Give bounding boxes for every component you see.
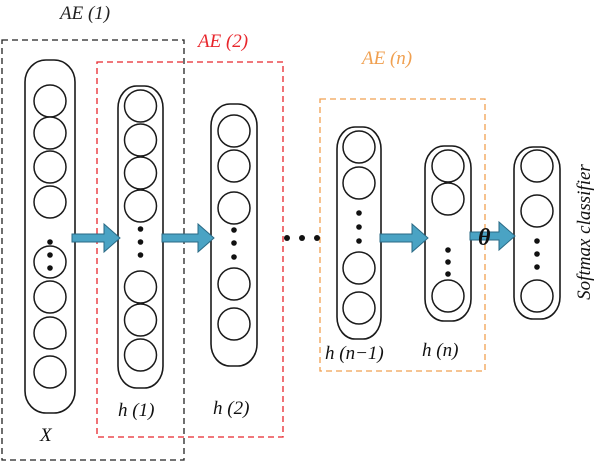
ae1-box	[1, 39, 185, 461]
neuron	[217, 114, 251, 148]
layer-columns	[24, 59, 561, 414]
neuron	[33, 150, 67, 184]
neuron	[123, 123, 158, 157]
neuron	[123, 303, 158, 337]
neuron	[431, 182, 465, 216]
layer-capsule	[513, 146, 561, 320]
neuron-ellipsis-dot	[137, 239, 144, 245]
neuron-ellipsis-dot	[137, 252, 144, 258]
layer-label-h2: h (2)	[213, 398, 250, 419]
neuron-ellipsis-dot	[47, 265, 53, 271]
layer-column	[210, 103, 258, 367]
layer-column	[513, 146, 561, 320]
neuron	[520, 194, 554, 228]
layer-label-x: X	[40, 425, 52, 446]
layer-label-hn: h (n)	[422, 340, 459, 361]
neuron-ellipsis-dot	[445, 247, 451, 253]
neuron-ellipsis-dot	[47, 252, 53, 258]
theta-symbol: θ	[478, 225, 491, 251]
neuron	[33, 355, 67, 389]
neuron	[431, 149, 465, 183]
neuron	[342, 166, 376, 200]
neuron	[520, 149, 554, 183]
neuron-ellipsis-dot	[534, 251, 540, 257]
layer-column	[117, 85, 164, 389]
neuron	[33, 185, 67, 219]
neuron	[33, 316, 67, 350]
neuron-ellipsis-dot	[534, 264, 540, 270]
neuron	[520, 279, 554, 313]
between-ellipsis	[284, 235, 320, 241]
neuron	[33, 280, 67, 314]
arrows	[71, 220, 516, 254]
ae2-label: AE (2)	[198, 31, 249, 52]
neuron-ellipsis-dot	[356, 224, 362, 230]
neuron	[33, 116, 67, 150]
neuron-ellipsis-dot	[445, 271, 451, 277]
ae1-label: AE (1)	[60, 3, 111, 24]
neuron	[123, 338, 158, 372]
neuron-ellipsis-dot	[137, 226, 144, 232]
arrow	[379, 222, 429, 254]
neuron-ellipsis-dot	[231, 227, 237, 233]
neuron	[217, 191, 251, 225]
neuron	[123, 270, 158, 304]
neuron	[342, 291, 376, 325]
ae2-box	[96, 61, 284, 438]
layer-column	[336, 126, 382, 340]
neuron	[342, 130, 376, 164]
neuron-ellipsis-dot	[231, 254, 237, 260]
aen-label: AE (n)	[362, 48, 413, 69]
neuron-ellipsis-dot	[231, 240, 237, 246]
neuron	[217, 267, 251, 301]
arrow	[161, 222, 215, 254]
neuron	[33, 245, 67, 279]
neuron	[342, 251, 376, 285]
neuron	[33, 84, 67, 118]
neuron-ellipsis-dot	[356, 210, 362, 216]
neuron	[123, 89, 158, 123]
neuron	[123, 189, 158, 223]
neuron	[217, 307, 251, 341]
arrow	[71, 222, 121, 254]
neuron	[123, 156, 158, 190]
layer-column	[24, 59, 76, 414]
neuron-ellipsis-dot	[534, 238, 540, 244]
layer-label-hn-1: h (n−1)	[325, 343, 384, 364]
neuron	[217, 149, 251, 183]
layer-column	[424, 145, 472, 322]
neuron-ellipsis-dot	[47, 239, 53, 245]
neuron-ellipsis-dot	[445, 259, 451, 265]
neuron-ellipsis-dot	[356, 238, 362, 244]
arrow	[469, 220, 516, 252]
layer-label-h1: h (1)	[118, 400, 155, 421]
neuron	[431, 279, 465, 313]
softmax-classifier-label: Softmax classifier	[574, 164, 595, 300]
